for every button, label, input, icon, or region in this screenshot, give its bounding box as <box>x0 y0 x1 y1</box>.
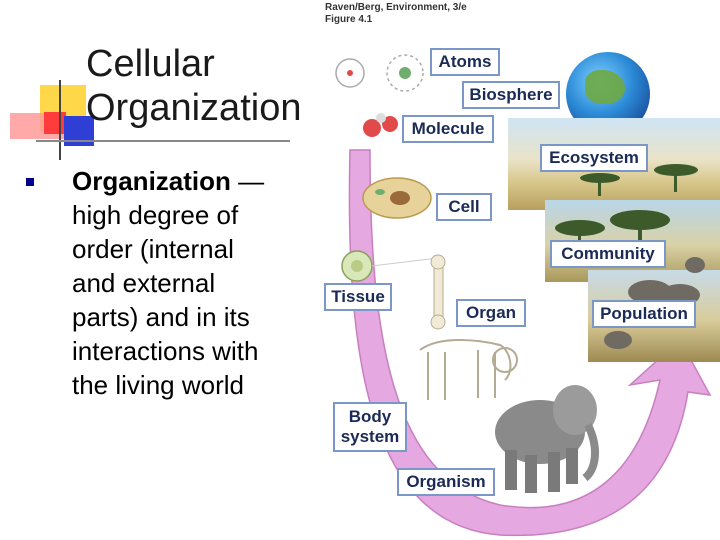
bullet-square-icon <box>26 178 34 186</box>
slide-title: Cellular Organization <box>86 42 301 130</box>
deco-vertical-line <box>59 80 61 160</box>
label-body-system: Body system <box>333 402 407 452</box>
slide-title-line1: Cellular <box>86 43 215 85</box>
figure-credit-source: Raven/Berg, Environment, 3/e <box>325 2 467 13</box>
label-atoms: Atoms <box>430 48 500 76</box>
label-community: Community <box>550 240 666 268</box>
label-molecule: Molecule <box>402 115 494 143</box>
label-cell: Cell <box>436 193 492 221</box>
slide-title-line2: Organization <box>86 87 302 129</box>
label-population: Population <box>592 300 696 328</box>
molecule-icon <box>363 113 398 137</box>
label-tissue: Tissue <box>324 283 392 311</box>
figure-credit: Raven/Berg, Environment, 3/e Figure 4.1 <box>325 2 467 26</box>
label-body-system-line2: system <box>340 427 400 446</box>
tissue-icon <box>341 250 439 282</box>
organ-bone-icon <box>430 254 446 330</box>
atoms-icon <box>335 54 424 92</box>
elephant-icon <box>495 385 599 493</box>
label-ecosystem: Ecosystem <box>540 144 648 172</box>
cell-icon <box>362 177 432 219</box>
title-underline <box>36 140 290 142</box>
label-organism: Organism <box>397 468 495 496</box>
earth-land-image <box>585 70 625 104</box>
label-body-system-line1: Body <box>348 407 392 426</box>
organization-figure <box>335 54 712 537</box>
figure-credit-number: Figure 4.1 <box>325 14 373 25</box>
skeleton-icon <box>419 339 518 400</box>
bullet-bold-term: Organization <box>72 166 231 196</box>
bullet-description: —high degree of order (internal and exte… <box>72 166 265 400</box>
label-organ: Organ <box>456 299 526 327</box>
bullet-text: Organization —high degree of order (inte… <box>72 164 272 402</box>
label-biosphere: Biosphere <box>462 81 560 109</box>
